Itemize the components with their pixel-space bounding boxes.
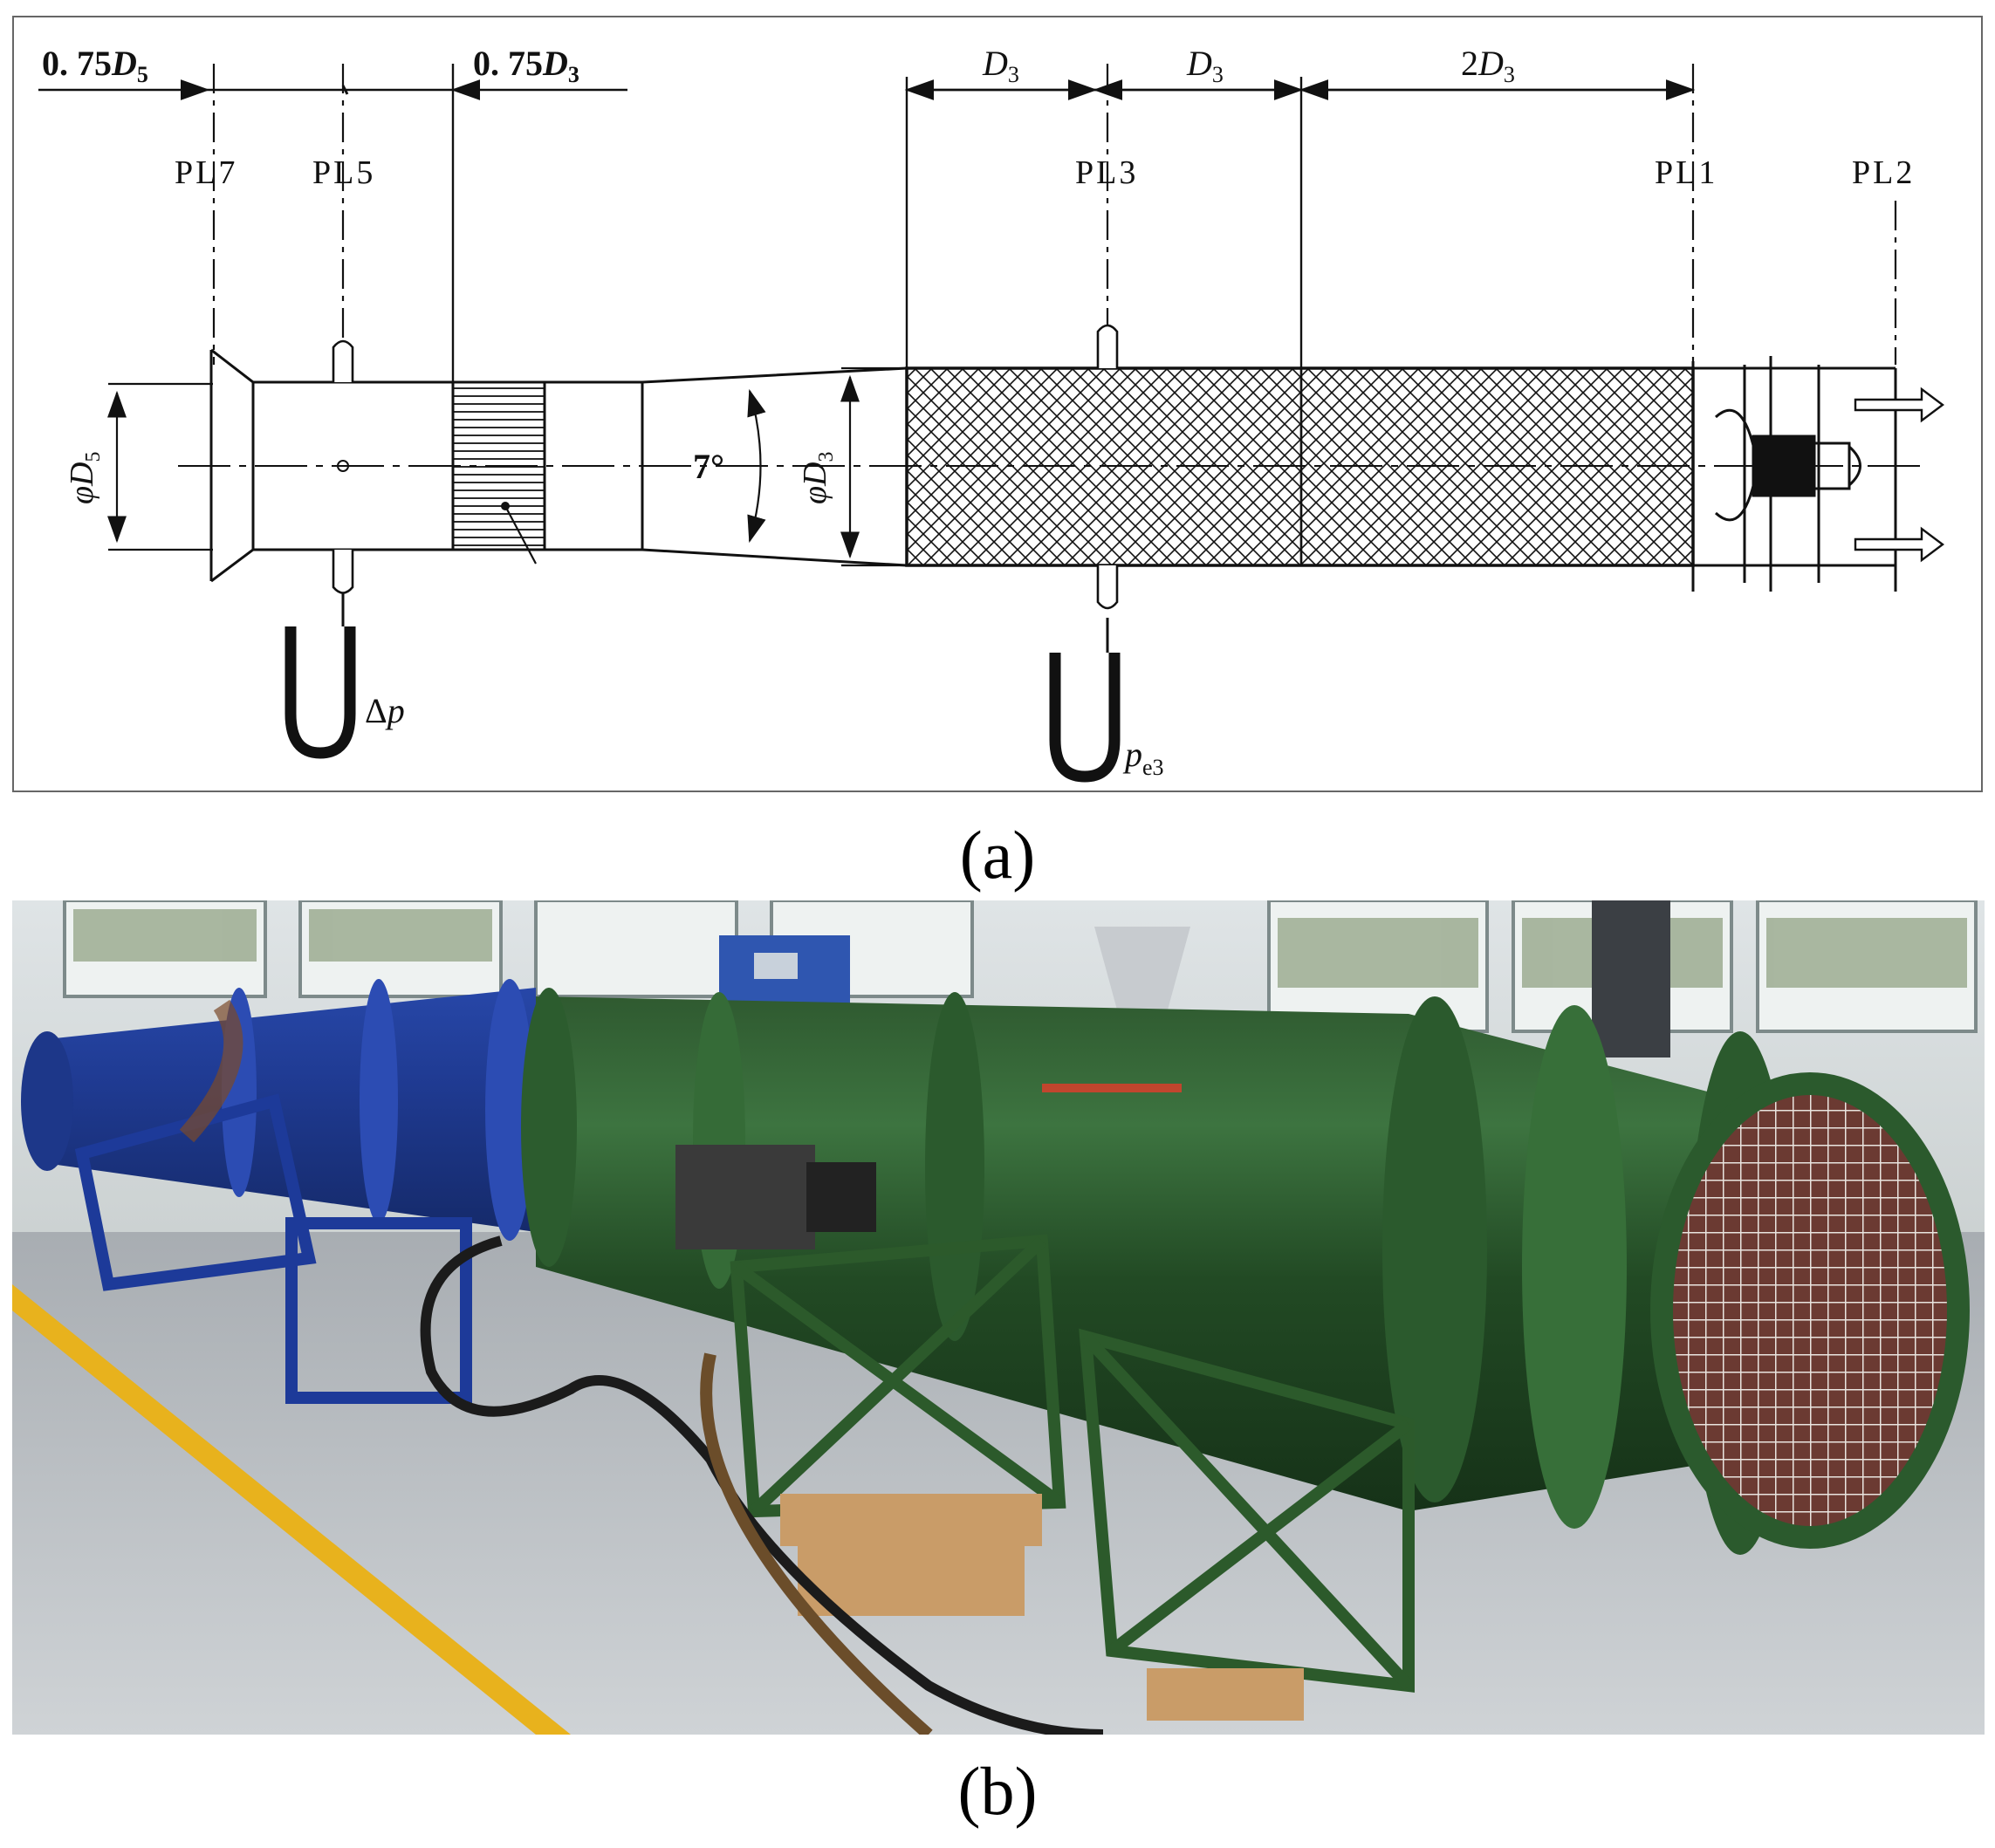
phi-d3-var: D — [797, 462, 833, 487]
phi-d3-label: φD3 — [797, 452, 838, 504]
support-frames — [730, 1234, 1415, 1693]
phi-d5-phi: φ — [64, 486, 100, 504]
dim-2d3-sub: 3 — [1504, 62, 1515, 87]
manometer-pe3 — [1049, 618, 1121, 783]
plane-label-pl7: PL7 — [175, 154, 237, 191]
caption-a: (a) — [959, 817, 1036, 893]
dim-075-d3-var: D — [542, 44, 568, 83]
dimension-lines — [38, 79, 1696, 100]
pressure-taps — [332, 324, 1119, 610]
hopper — [1094, 927, 1190, 1023]
dim-2d3-label: 2D3 — [1461, 44, 1515, 87]
outlet-grill — [1650, 1072, 1970, 1549]
diffuser — [641, 366, 908, 567]
dim-075-d5-coef: 0. 75 — [42, 44, 112, 83]
plane-label-pl3: PL3 — [1075, 154, 1138, 191]
blue-duct-section — [21, 979, 536, 1404]
plane-label-pl2: PL2 — [1852, 154, 1915, 191]
phi-d5-sub: 5 — [82, 452, 105, 462]
delta-p-symbol: Δ — [365, 691, 387, 730]
dim-d3-first-sub: 3 — [1008, 62, 1019, 87]
caption-b: (b) — [957, 1753, 1038, 1829]
delta-p-label: Δp — [365, 691, 405, 730]
pe3-label: pe3 — [1122, 735, 1164, 780]
junction-box — [675, 1145, 815, 1249]
delta-p-var: p — [385, 691, 405, 730]
dim-d3-second-var: D — [1186, 44, 1212, 83]
test-rig-schematic: 0. 75D5 0. 75D3 D3 D3 2D3 PL7 PL5 PL3 PL… — [12, 16, 1983, 792]
phi-d3-phi: φ — [797, 486, 833, 504]
yellow-floor-line — [12, 1284, 571, 1735]
dim-075-d5-sub: 5 — [137, 62, 148, 87]
dim-075-d3-label: 0. 75D3 — [473, 44, 579, 87]
inlet-bellmouth — [210, 348, 255, 583]
dim-075-d3-coef: 0. 75 — [473, 44, 543, 83]
plane-label-pl5: PL5 — [312, 154, 375, 191]
phi-d5-label: φD5 — [64, 452, 105, 504]
plane-lines — [212, 64, 1897, 365]
fan-icon — [1714, 356, 1861, 592]
flow-arrow-icon — [1854, 387, 1944, 563]
plane-label-pl1: PL1 — [1655, 154, 1717, 191]
pe3-sub: e3 — [1142, 755, 1164, 780]
phi-d3-sub: 3 — [815, 452, 838, 462]
test-rig-photo — [12, 900, 1985, 1735]
dim-d3-first-var: D — [982, 44, 1008, 83]
dim-d3-first-label: D3 — [982, 44, 1019, 87]
diffuser-angle-label: 7° — [693, 447, 724, 486]
dim-075-d5-var: D — [111, 44, 137, 83]
dim-075-d5-label: 0. 75D5 — [42, 44, 148, 87]
manometer-delta-p — [285, 593, 356, 759]
dim-2d3-coef: 2 — [1461, 44, 1478, 83]
phi-d3-dimension — [840, 366, 907, 567]
machine-tool — [1592, 900, 1670, 1057]
hose-cable — [420, 1235, 1104, 1735]
phi-d5-var: D — [64, 462, 100, 487]
phi-d5-dimension — [107, 382, 213, 551]
pe3-var: p — [1122, 735, 1142, 774]
diffuser-angle-arc — [747, 388, 766, 544]
dim-2d3-var: D — [1477, 44, 1504, 83]
dim-075-d3-sub: 3 — [568, 62, 579, 87]
dim-d3-second-label: D3 — [1186, 44, 1224, 87]
dim-d3-second-sub: 3 — [1212, 62, 1224, 87]
